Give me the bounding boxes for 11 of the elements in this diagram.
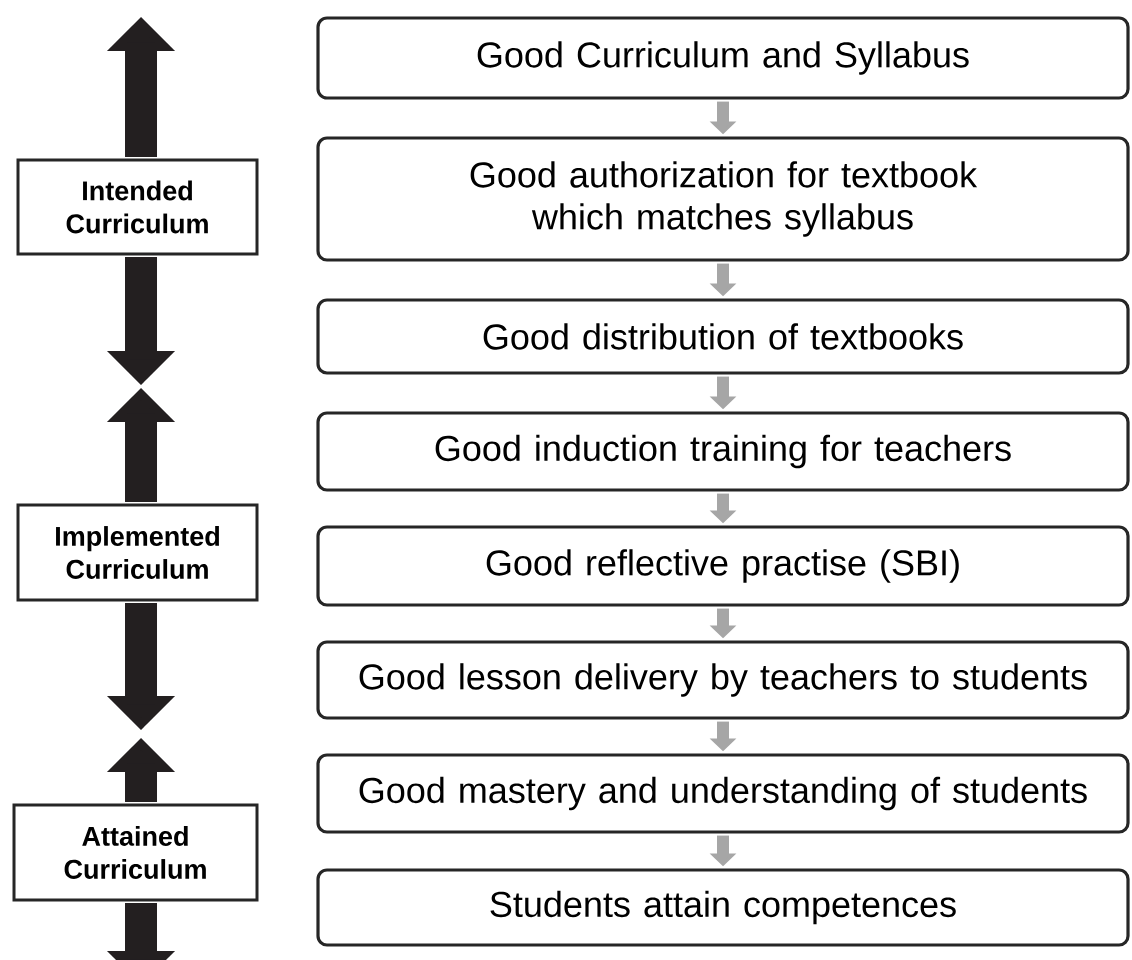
step-box: Good lesson delivery by teachers to students: [316, 640, 1130, 720]
step-box: Good reflective practise (SBI): [316, 525, 1130, 607]
step-box: Students attain competences: [316, 868, 1130, 947]
step-box: Good distribution of textbooks: [316, 298, 1130, 375]
step-box: Good induction training for teachers: [316, 411, 1130, 492]
step-box: Good authorization for textbook which matches syllabus: [316, 136, 1130, 262]
step-box: Good Curriculum and Syllabus: [316, 16, 1130, 100]
step-box: Good mastery and understanding of students: [316, 753, 1130, 834]
stage-box: Attained Curriculum: [12, 803, 259, 902]
stage-box: Implemented Curriculum: [16, 503, 259, 602]
stage-box: Intended Curriculum: [16, 158, 259, 256]
